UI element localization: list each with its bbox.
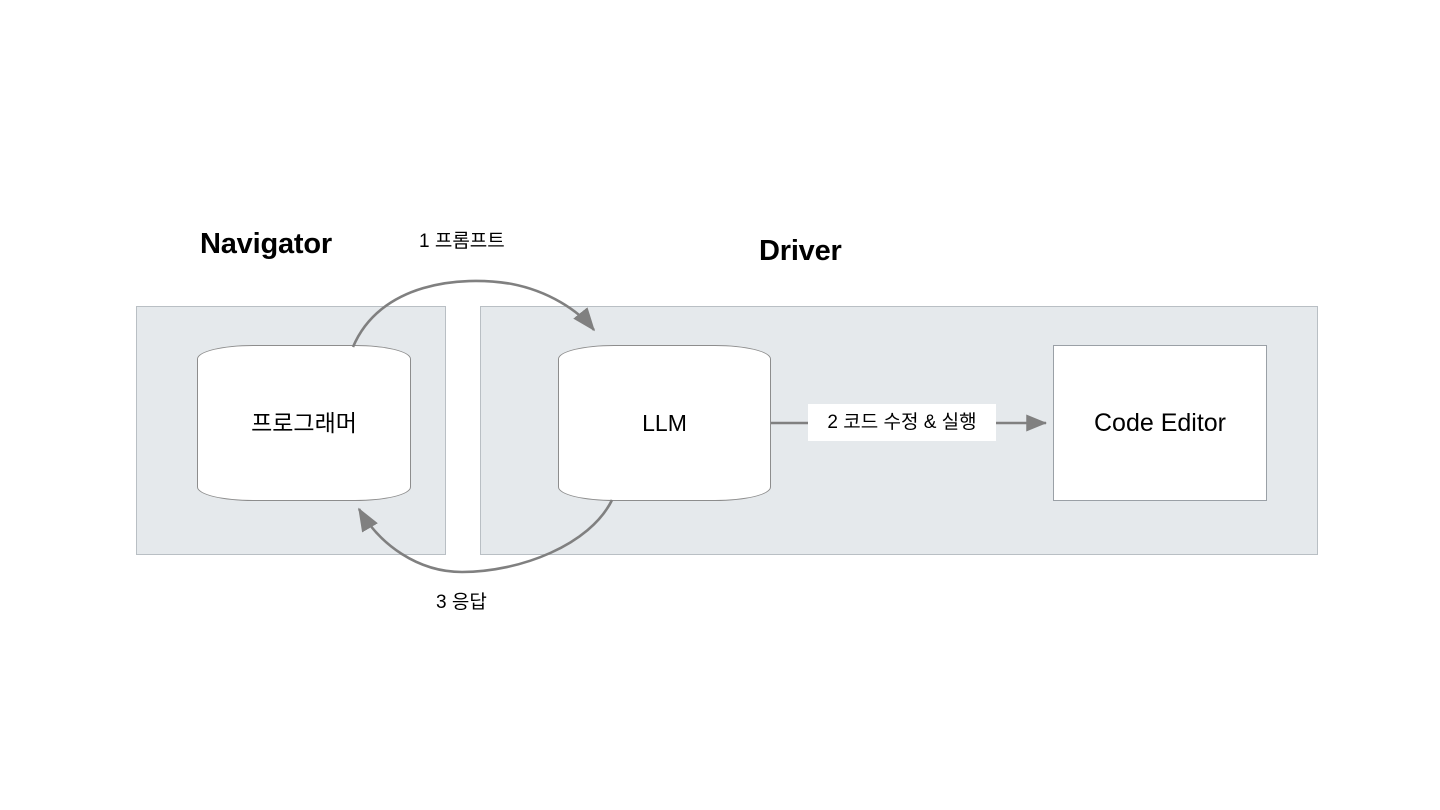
node-code-editor-label: Code Editor bbox=[1093, 408, 1227, 437]
node-programmer[interactable]: 프로그래머 bbox=[197, 345, 411, 501]
group-title-driver: Driver bbox=[759, 235, 842, 267]
edge-label-prompt: 1 프롬프트 bbox=[419, 231, 505, 252]
node-llm-label: LLM bbox=[642, 409, 687, 436]
node-programmer-label: 프로그래머 bbox=[251, 409, 357, 436]
node-llm[interactable]: LLM bbox=[558, 345, 771, 501]
edge-label-response: 3 응답 bbox=[436, 592, 487, 613]
node-code-editor[interactable]: Code Editor bbox=[1053, 345, 1267, 501]
edge-label-code-edit: 2 코드 수정 & 실행 bbox=[808, 404, 996, 441]
group-title-navigator: Navigator bbox=[200, 228, 332, 260]
